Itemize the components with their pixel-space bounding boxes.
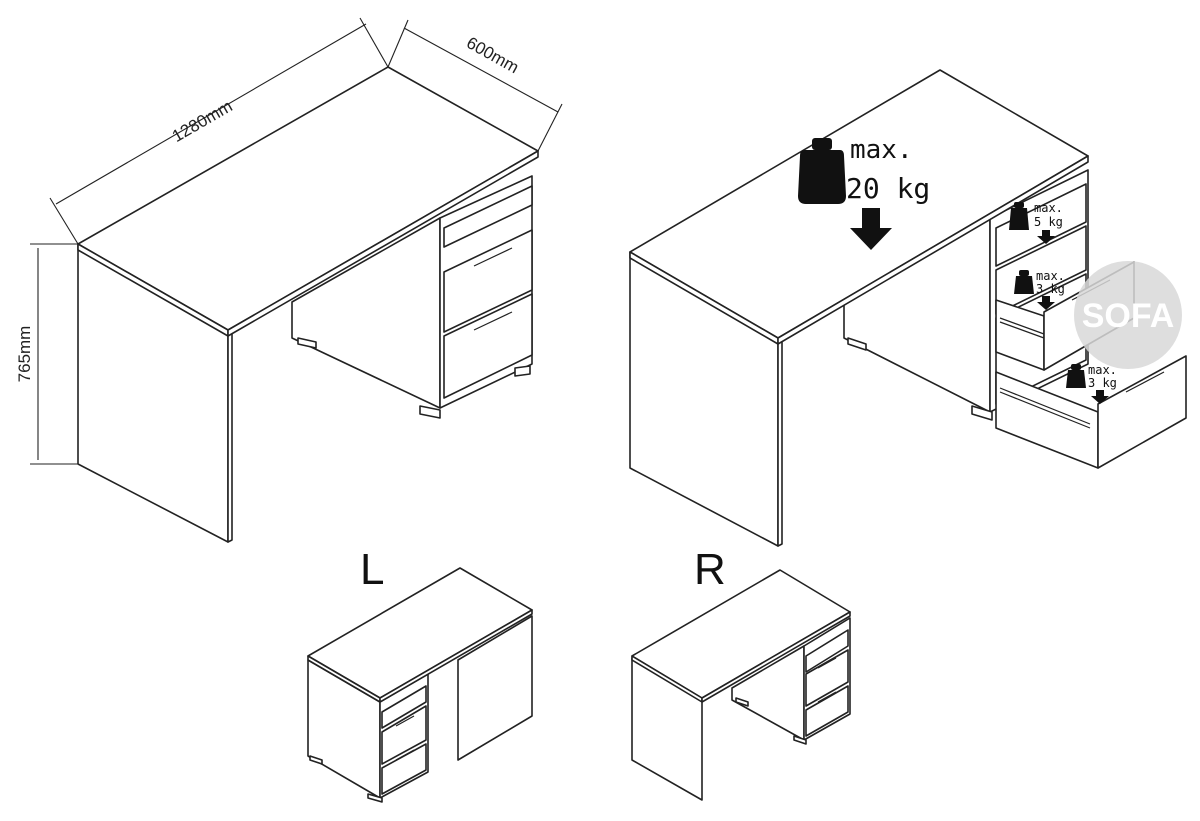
arrow-down-icon — [850, 208, 892, 250]
weight-icon — [798, 138, 846, 204]
variant-left-label: L — [360, 545, 384, 594]
top-load-value: 20 kg — [846, 172, 930, 205]
variant-left: L — [307, 545, 533, 803]
watermark-text: SOFA — [1082, 297, 1175, 335]
weight-icon — [1014, 270, 1034, 294]
desk-dimensioned: 1280mm 600mm 765mm — [15, 17, 563, 543]
variant-right: R — [631, 545, 851, 801]
arrow-down-icon — [1091, 390, 1109, 404]
width-dimension: 1280mm — [169, 96, 236, 146]
drawer-lower-load-value: 3 kg — [1088, 376, 1117, 390]
height-dimension: 765mm — [15, 326, 34, 383]
weight-icon — [1066, 364, 1086, 388]
drawer-upper-load-max: max. — [1036, 269, 1065, 283]
shelf-load-max: max. — [1034, 201, 1063, 215]
arrow-down-icon — [1037, 230, 1055, 244]
desk-load-limits: max. 20 kg max. 5 kg max. 3 kg max. 3 kg — [629, 69, 1187, 547]
variant-right-label: R — [694, 545, 726, 594]
weight-icon — [1009, 202, 1029, 230]
sofa-watermark-logo: SOFA — [1074, 261, 1182, 369]
depth-dimension: 600mm — [463, 33, 522, 77]
drawer-lower-load-max: max. — [1088, 363, 1117, 377]
shelf-load-value: 5 kg — [1034, 215, 1063, 229]
drawer-upper-load-value: 3 kg — [1036, 282, 1065, 296]
top-load-max: max. — [850, 135, 913, 165]
arrow-down-icon — [1037, 296, 1055, 310]
